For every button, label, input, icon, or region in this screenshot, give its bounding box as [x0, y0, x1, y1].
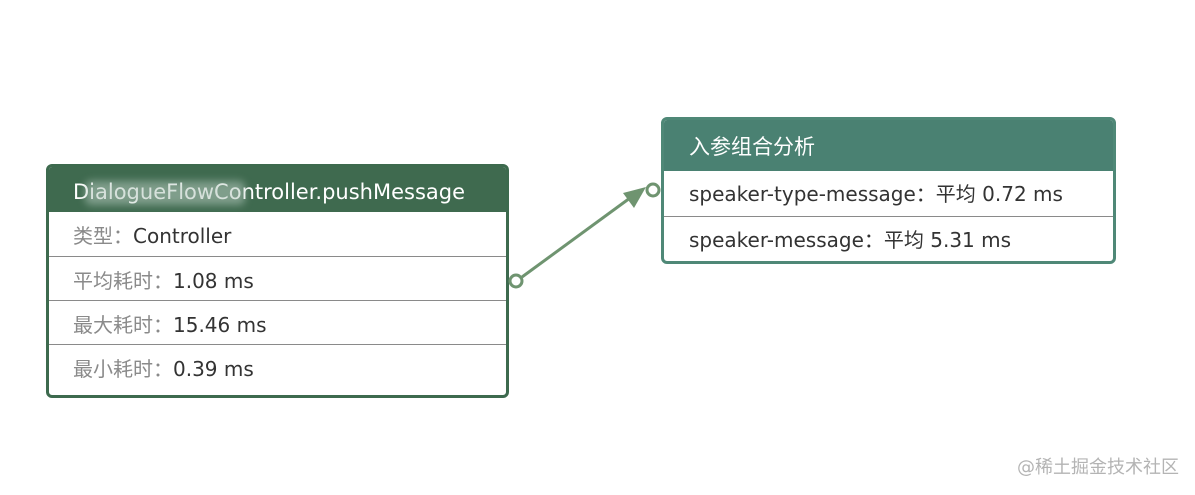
method-node[interactable]: DialogueFlowController.pushMessage 类型：Co…: [46, 164, 509, 398]
type-value: Controller: [133, 224, 232, 248]
param-combo-row: speaker-message：平均 5.31 ms: [664, 216, 1113, 261]
avg-time-label: 平均耗时：: [73, 269, 173, 293]
avg-time-row: 平均耗时：1.08 ms: [49, 256, 506, 300]
connector-line: [521, 196, 631, 279]
param-analysis-title: 入参组合分析: [664, 120, 1113, 171]
max-time-value: 15.46 ms: [173, 313, 267, 337]
connector-end-port[interactable]: [645, 182, 661, 198]
param-combo-row: speaker-type-message：平均 0.72 ms: [689, 182, 1063, 206]
method-node-title: DialogueFlowController.pushMessage: [49, 167, 506, 212]
watermark: @稀土掘金技术社区: [1017, 457, 1179, 478]
min-time-row: 最小耗时：0.39 ms: [49, 344, 506, 388]
max-time-row: 最大耗时：15.46 ms: [49, 300, 506, 344]
method-type-row: 类型：Controller: [49, 212, 506, 256]
max-time-label: 最大耗时：: [73, 313, 173, 337]
min-time-label: 最小耗时：: [73, 357, 173, 381]
min-time-value: 0.39 ms: [173, 357, 254, 381]
avg-time-value: 1.08 ms: [173, 269, 254, 293]
connector-arrowhead: [623, 187, 646, 208]
param-analysis-node[interactable]: 入参组合分析 speaker-type-message：平均 0.72 ms s…: [661, 117, 1116, 264]
blurred-redaction: [85, 181, 245, 205]
type-label: 类型：: [73, 224, 133, 248]
connector-start-port[interactable]: [508, 273, 524, 289]
